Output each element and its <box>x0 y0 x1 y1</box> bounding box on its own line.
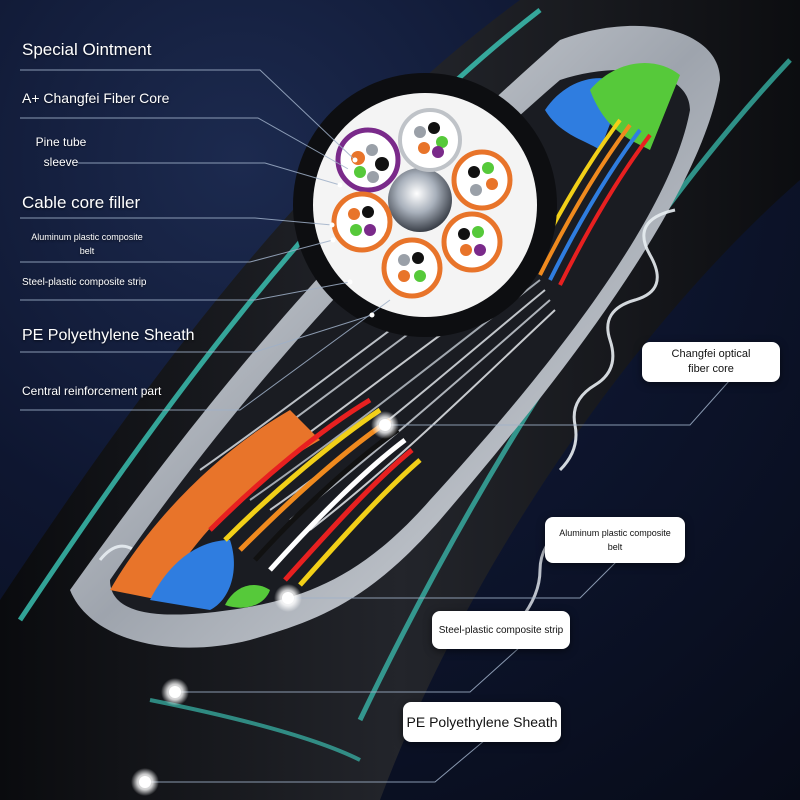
blue-tube-front <box>150 540 234 610</box>
callout-pe-sheath-text: PE Polyethylene Sheath <box>406 714 558 730</box>
callout-optical-line2: fiber core <box>688 363 734 375</box>
orange-tube <box>110 410 320 600</box>
label-pe-sheath: PE Polyethylene Sheath <box>22 327 195 344</box>
label-aluminum-belt: Aluminum plastic composite belt <box>22 230 152 258</box>
callout-optical-fiber-core: Changfei optical fiber core <box>642 342 780 382</box>
callout-pe-sheath: PE Polyethylene Sheath <box>403 702 561 742</box>
colored-fibers-front <box>208 397 422 587</box>
central-strength-member <box>388 168 452 232</box>
label-pine-tube: Pine tube sleeve <box>22 132 100 172</box>
green-tube-front <box>225 585 270 608</box>
label-cable-core-filler: Cable core filler <box>22 193 141 212</box>
label-special-ointment: Special Ointment <box>22 40 152 59</box>
cross-section <box>293 73 557 337</box>
green-tube-back <box>590 63 680 150</box>
callout-aluminum-line2: belt <box>607 542 623 552</box>
callout-steel-strip: Steel-plastic composite strip <box>432 611 570 649</box>
label-steel-strip: Steel-plastic composite strip <box>22 277 147 288</box>
label-aluminum-belt-line1: Aluminum plastic composite <box>31 232 143 242</box>
callout-markers <box>131 411 399 796</box>
leader-lines-right <box>145 379 731 783</box>
callout-aluminum-line1: Aluminum plastic composite <box>559 528 671 538</box>
label-fiber-core: A+ Changfei Fiber Core <box>22 90 170 106</box>
callout-steel-strip-text: Steel-plastic composite strip <box>438 624 564 636</box>
label-central-reinforcement: Central reinforcement part <box>22 384 162 398</box>
leader-lines-left <box>20 69 391 411</box>
label-pine-tube-line1: Pine tube <box>35 135 87 149</box>
callout-optical-line1: Changfei optical <box>671 348 751 360</box>
label-aluminum-belt-line2: belt <box>79 246 95 256</box>
callout-aluminum-belt: Aluminum plastic composite belt <box>545 517 685 563</box>
label-pine-tube-line2: sleeve <box>43 155 79 169</box>
